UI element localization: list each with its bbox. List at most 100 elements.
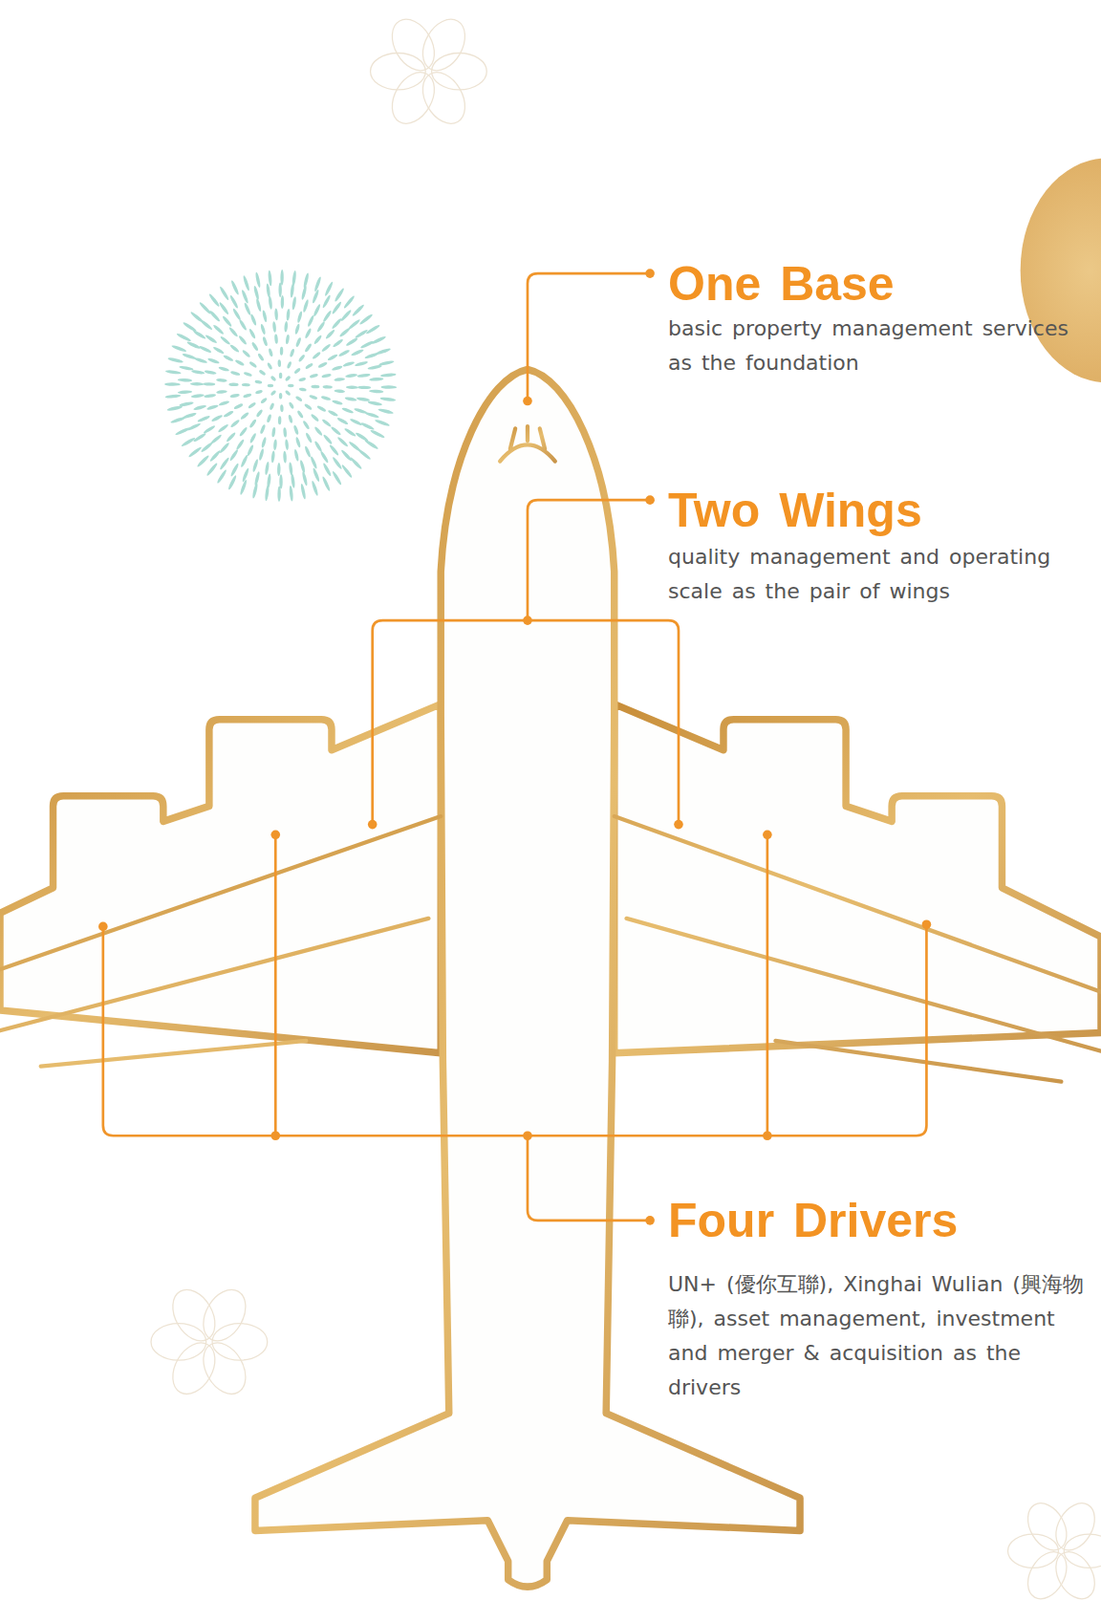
burst-leaf (277, 462, 281, 476)
leader-lines (103, 273, 928, 1221)
burst-leaf (368, 377, 385, 382)
burst-leaf (219, 335, 232, 346)
burst-leaf (180, 436, 196, 449)
burst-leaf (174, 426, 192, 436)
burst-leaf (300, 483, 307, 500)
burst-leaf (218, 441, 231, 454)
callout-heading: Two Wings (668, 483, 1089, 538)
burst-leaf (302, 299, 309, 313)
burst-leaf (287, 414, 294, 425)
burst-leaf (248, 327, 258, 340)
wing-streaks (0, 816, 1101, 1082)
burst-leaf (274, 307, 279, 321)
burst-leaf (228, 325, 239, 338)
burst-leaf (270, 375, 278, 383)
burst-leaf (369, 429, 386, 439)
burst-leaf (238, 478, 248, 496)
burst-leaf (321, 294, 331, 309)
burst-leaf (331, 365, 344, 372)
burst-leaf (178, 365, 195, 371)
burst-leaf (331, 470, 344, 486)
flower-petal (370, 53, 427, 90)
flower-petal (151, 1323, 207, 1361)
burst-leaf (230, 280, 240, 297)
burst-leaf (284, 389, 292, 397)
burst-leaf (259, 424, 266, 435)
flower-petal (212, 1323, 268, 1361)
burst-leaf (350, 347, 365, 357)
burst-leaf (280, 404, 284, 412)
burst-leaf (190, 393, 204, 399)
burst-leaf (239, 453, 249, 468)
burst-leaf (299, 387, 307, 392)
burst-leaf (338, 348, 351, 358)
burst-leaf (277, 485, 281, 502)
burst-leaf (294, 323, 302, 335)
burst-leaf (291, 296, 298, 310)
burst-leaf (322, 462, 332, 477)
burst-leaf (348, 417, 363, 427)
burst-leaf (217, 400, 230, 408)
burst-leaf (279, 372, 282, 379)
burst-leaf (177, 378, 194, 383)
burst-leaf (296, 410, 304, 419)
callout-block: One Basebasic property management servic… (668, 257, 1089, 381)
burst-leaf (303, 327, 312, 340)
burst-leaf (232, 307, 242, 322)
burst-leaf (321, 343, 332, 353)
burst-leaf (351, 303, 366, 318)
burst-leaf (356, 396, 370, 403)
burst-leaf (228, 448, 239, 462)
burst-leaf (378, 359, 395, 367)
burst-leaf (230, 370, 241, 377)
burst-leaf (229, 344, 240, 354)
burst-leaf (347, 318, 362, 330)
burst-leaf (343, 294, 356, 309)
burst-leaf (312, 303, 322, 318)
burst-leaf (182, 321, 198, 333)
burst-leaf (303, 445, 312, 458)
burst-leaf (196, 414, 211, 424)
burst-leaf (177, 389, 194, 394)
burst-leaf (306, 314, 316, 327)
callout-body: basic property management services as th… (668, 311, 1089, 381)
burst-leaf (316, 321, 326, 333)
burst-leaf (195, 453, 210, 468)
flower-petal (1063, 1533, 1101, 1568)
burst-leaf (303, 403, 313, 411)
burst-leaf (345, 337, 359, 347)
burst-leaf (310, 385, 320, 389)
burst-leaf (225, 431, 237, 444)
burst-leaf (188, 445, 203, 458)
burst-leaf (304, 362, 314, 370)
leader-line (372, 499, 679, 824)
burst-leaf (331, 338, 344, 348)
burst-leaf (193, 404, 207, 411)
burst-leaf (333, 287, 346, 303)
burst-leaf (208, 309, 221, 324)
burst-leaf (293, 424, 301, 435)
burst-leaf (164, 382, 181, 387)
burst-leaf (360, 340, 375, 350)
burst-leaf (321, 475, 331, 493)
burst-leaf (288, 485, 294, 502)
burst-leaf (191, 369, 205, 376)
burst-leaf (329, 425, 342, 436)
burst-leaf (284, 334, 290, 346)
burst-leaf (212, 323, 225, 336)
burst-leaf (357, 386, 371, 390)
burst-leaf (310, 479, 320, 497)
burst-leaf (198, 301, 213, 315)
burst-leaf (251, 482, 259, 499)
burst-leaf (309, 455, 319, 470)
burst-leaf (311, 350, 322, 360)
burst-leaf (229, 418, 240, 429)
leader-line (527, 273, 650, 401)
burst-leaf (374, 418, 391, 428)
burst-leaf (336, 416, 349, 426)
burst-leaf (165, 393, 182, 399)
burst-leaf (255, 388, 263, 394)
burst-leaf (380, 372, 397, 378)
burst-leaf (293, 367, 302, 375)
callout-heading: One Base (668, 257, 1089, 311)
